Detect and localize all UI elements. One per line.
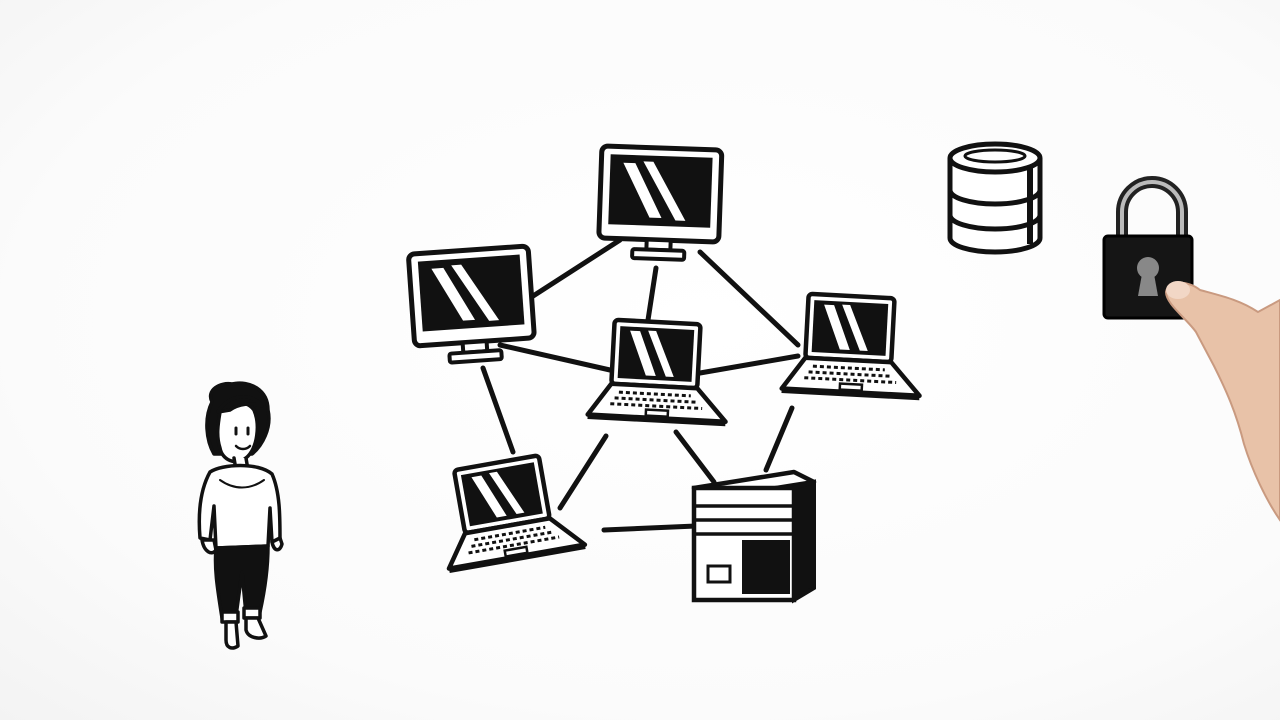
server-icon [694,472,814,600]
database-icon [947,141,1043,255]
link-monitor-left-laptop-bottom-left [480,365,516,455]
node-laptop-bottom-left [432,450,585,571]
node-server-bottom-right [694,472,814,600]
link-monitor-top-laptop-right [697,249,801,348]
laptop-icon [782,293,925,399]
link-laptop-bottom-left-server [601,523,699,533]
hand-icon [1164,281,1280,522]
link-laptop-right-server [763,405,795,473]
link-laptop-center-laptop-right [697,353,801,376]
network-links [480,237,801,533]
person-icon [197,381,284,650]
link-laptop-center-server [673,429,717,485]
laptop-icon [432,450,585,571]
link-monitor-top-monitor-left [527,237,623,301]
link-laptop-center-laptop-bottom-left [557,433,609,511]
link-monitor-left-laptop-center [497,342,613,373]
node-laptop-right [782,293,925,399]
link-monitor-top-laptop-center [645,265,659,323]
